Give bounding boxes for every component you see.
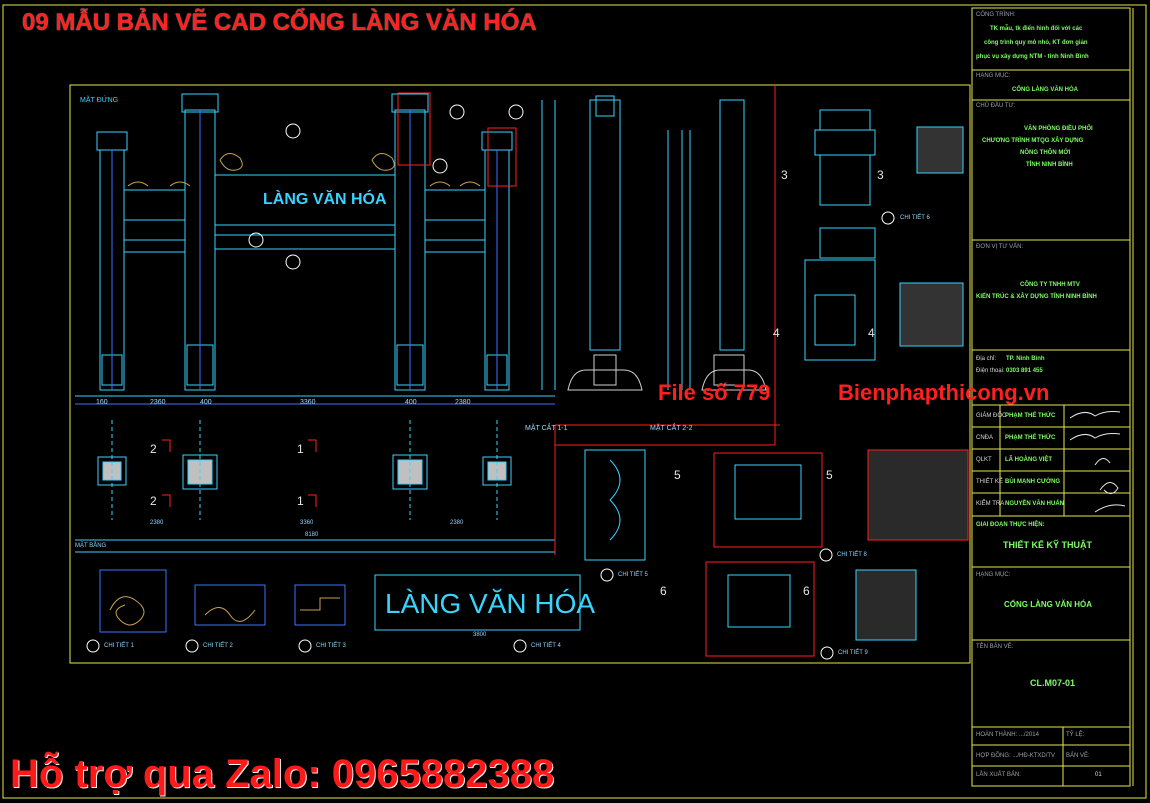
tb-name-3: LÃ HOÀNG VIỆT [1005, 457, 1053, 463]
tb-role-4: THIẾT KẾ [976, 479, 1003, 485]
signatures [1069, 411, 1126, 513]
plan-label: MẶT BẰNG [75, 543, 107, 549]
ornament-details[interactable] [99, 569, 581, 633]
svg-text:MẶT CẮT 2-2: MẶT CẮT 2-2 [650, 423, 693, 432]
tb-name-5: NGUYỄN VĂN HUẤN [1005, 501, 1065, 507]
zalo-support-label: Hỗ trợ qua Zalo: 0965882388 [10, 752, 555, 796]
tb-stage-value: THIẾT KẾ KỸ THUẬT [1003, 540, 1092, 550]
tb-role-2: CNĐA [976, 435, 994, 441]
marker-6-left: 6 [660, 584, 667, 598]
tb-consult-line-1: CÔNG TY TNHH MTV [1020, 282, 1080, 288]
tb-address-value: TP. Ninh Bình [1006, 356, 1045, 362]
marker-3-right: 3 [877, 168, 884, 182]
tb-name-1: PHẠM THẾ THỨC [1005, 413, 1056, 419]
tb-drawing-name-head: TÊN BẢN VẼ: [976, 644, 1014, 650]
marker-2-bot: 2 [150, 494, 157, 508]
svg-text:2380: 2380 [455, 399, 471, 406]
detail-label-5: CHI TIẾT 5 [618, 572, 648, 578]
tb-owner-head: CHỦ ĐẦU TƯ: [976, 103, 1016, 109]
detail-label-9: CHI TIẾT 9 [838, 650, 868, 656]
tb-completed: HOÀN THÀNH: .../2014 [976, 732, 1039, 738]
title-block-frame [971, 7, 1131, 787]
marker-3-left: 3 [781, 168, 788, 182]
svg-text:400: 400 [405, 399, 417, 406]
tb-project-head: CÔNG TRÌNH: [976, 12, 1016, 18]
marker-4-right: 4 [868, 326, 875, 340]
tb-phone-value: 0303 891 455 [1006, 368, 1043, 374]
dim-2: 3360 [300, 520, 314, 526]
tb-owner-line-4: TỈNH NINH BÌNH [1026, 162, 1073, 168]
tb-stage-head: GIAI ĐOẠN THỰC HIỆN: [976, 522, 1045, 528]
tb-role-5: KIỂM TRA [976, 501, 1005, 507]
file-number-label: File số 779 [658, 380, 771, 405]
svg-text:400: 400 [200, 399, 212, 406]
sections[interactable] [541, 95, 767, 391]
marker-1-bot: 1 [297, 494, 304, 508]
tb-owner-line-1: VĂN PHÒNG ĐIỀU PHỐI [1024, 126, 1093, 132]
tb-scale: TỶ LỆ: [1066, 732, 1085, 738]
header-title: 09 MẪU BẢN VẼ CAD CỔNG LÀNG VĂN HÓA [22, 9, 537, 36]
tb-item2-head: HẠNG MỤC: [976, 572, 1011, 578]
svg-text:2360: 2360 [150, 399, 166, 406]
tb-address-label: Địa chỉ: [976, 356, 997, 362]
dim-3: 2380 [450, 520, 464, 526]
outer-frame [2, 4, 1147, 799]
detail-label-8: CHI TIẾT 8 [837, 552, 867, 558]
tb-item2-value: CỔNG LÀNG VĂN HÓA [1004, 600, 1092, 609]
gate-elevation[interactable]: MẶT ĐỨNG 160 2360 400 3360 400 2380 [75, 92, 555, 406]
tb-consult-head: ĐƠN VỊ TƯ VẤN: [976, 244, 1024, 250]
detail-4-inscription: LÀNG VĂN HÓA [385, 588, 596, 619]
title-block-rows [972, 69, 1130, 786]
detail-label-2: CHI TIẾT 2 [203, 643, 233, 649]
tb-phone-label: Điện thoại: [976, 368, 1005, 374]
tb-name-2: PHẠM THẾ THỨC [1005, 435, 1056, 441]
site-label[interactable]: Bienphapthicong.vn [838, 380, 1050, 405]
marker-2-top: 2 [150, 442, 157, 456]
marker-5-right: 5 [826, 468, 833, 482]
svg-text:160: 160 [96, 399, 108, 406]
marker-1-top: 1 [297, 442, 304, 456]
tb-owner-line-3: NÔNG THÔN MỚI [1020, 150, 1071, 156]
gate-inscription: LÀNG VĂN HÓA [263, 191, 387, 208]
tb-project-line-1: TK mẫu, tk điển hình đối với các [990, 26, 1083, 32]
tb-item-head: HẠNG MỤC: [976, 73, 1011, 79]
tb-item-value: CỔNG LÀNG VĂN HÓA [1012, 87, 1078, 93]
svg-text:MẶT CẮT 1-1: MẶT CẮT 1-1 [525, 423, 568, 432]
tb-name-4: BÙI MẠNH CƯỜNG [1005, 479, 1061, 485]
tb-role-3: QLKT [976, 457, 992, 463]
detail-label-3: CHI TIẾT 3 [316, 643, 346, 649]
marker-5-left: 5 [674, 468, 681, 482]
tb-drawing-code: CL.M07-01 [1030, 678, 1076, 688]
tb-sheet: BẢN VẼ: [1066, 753, 1090, 759]
dim-4: 3800 [473, 632, 487, 638]
svg-text:MẶT ĐỨNG: MẶT ĐỨNG [80, 95, 118, 104]
detail-label-1: CHI TIẾT 1 [104, 643, 134, 649]
tb-project-line-2: công trình quy mô nhỏ, KT đơn giản [984, 40, 1088, 46]
tb-owner-line-2: CHƯƠNG TRÌNH MTQG XÂY DỰNG [982, 138, 1084, 144]
detail-label-4: CHI TIẾT 4 [531, 643, 561, 649]
tb-issue: LẦN XUẤT BẢN: [976, 772, 1021, 778]
detail-label-6: CHI TIẾT 6 [900, 215, 930, 221]
tb-consult-line-2: KIẾN TRÚC & XÂY DỰNG TỈNH NINH BÌNH [976, 294, 1097, 300]
inner-frame [69, 84, 971, 664]
tb-role-1: GIÁM ĐỐC [976, 413, 1007, 419]
marker-4-left: 4 [773, 326, 780, 340]
dim-total: 8180 [305, 532, 319, 538]
dim-1: 2380 [150, 520, 164, 526]
tb-issue-value: 01 [1095, 772, 1102, 778]
svg-text:3360: 3360 [300, 399, 316, 406]
detail-blocks[interactable] [584, 109, 969, 657]
gate-plan[interactable] [75, 85, 780, 555]
tb-contract: HỢP ĐỒNG: .../HĐ-KTXD/TV [976, 753, 1056, 759]
tb-project-line-3: phục vụ xây dựng NTM - tỉnh Ninh Bình [976, 54, 1089, 60]
marker-6-right: 6 [803, 584, 810, 598]
